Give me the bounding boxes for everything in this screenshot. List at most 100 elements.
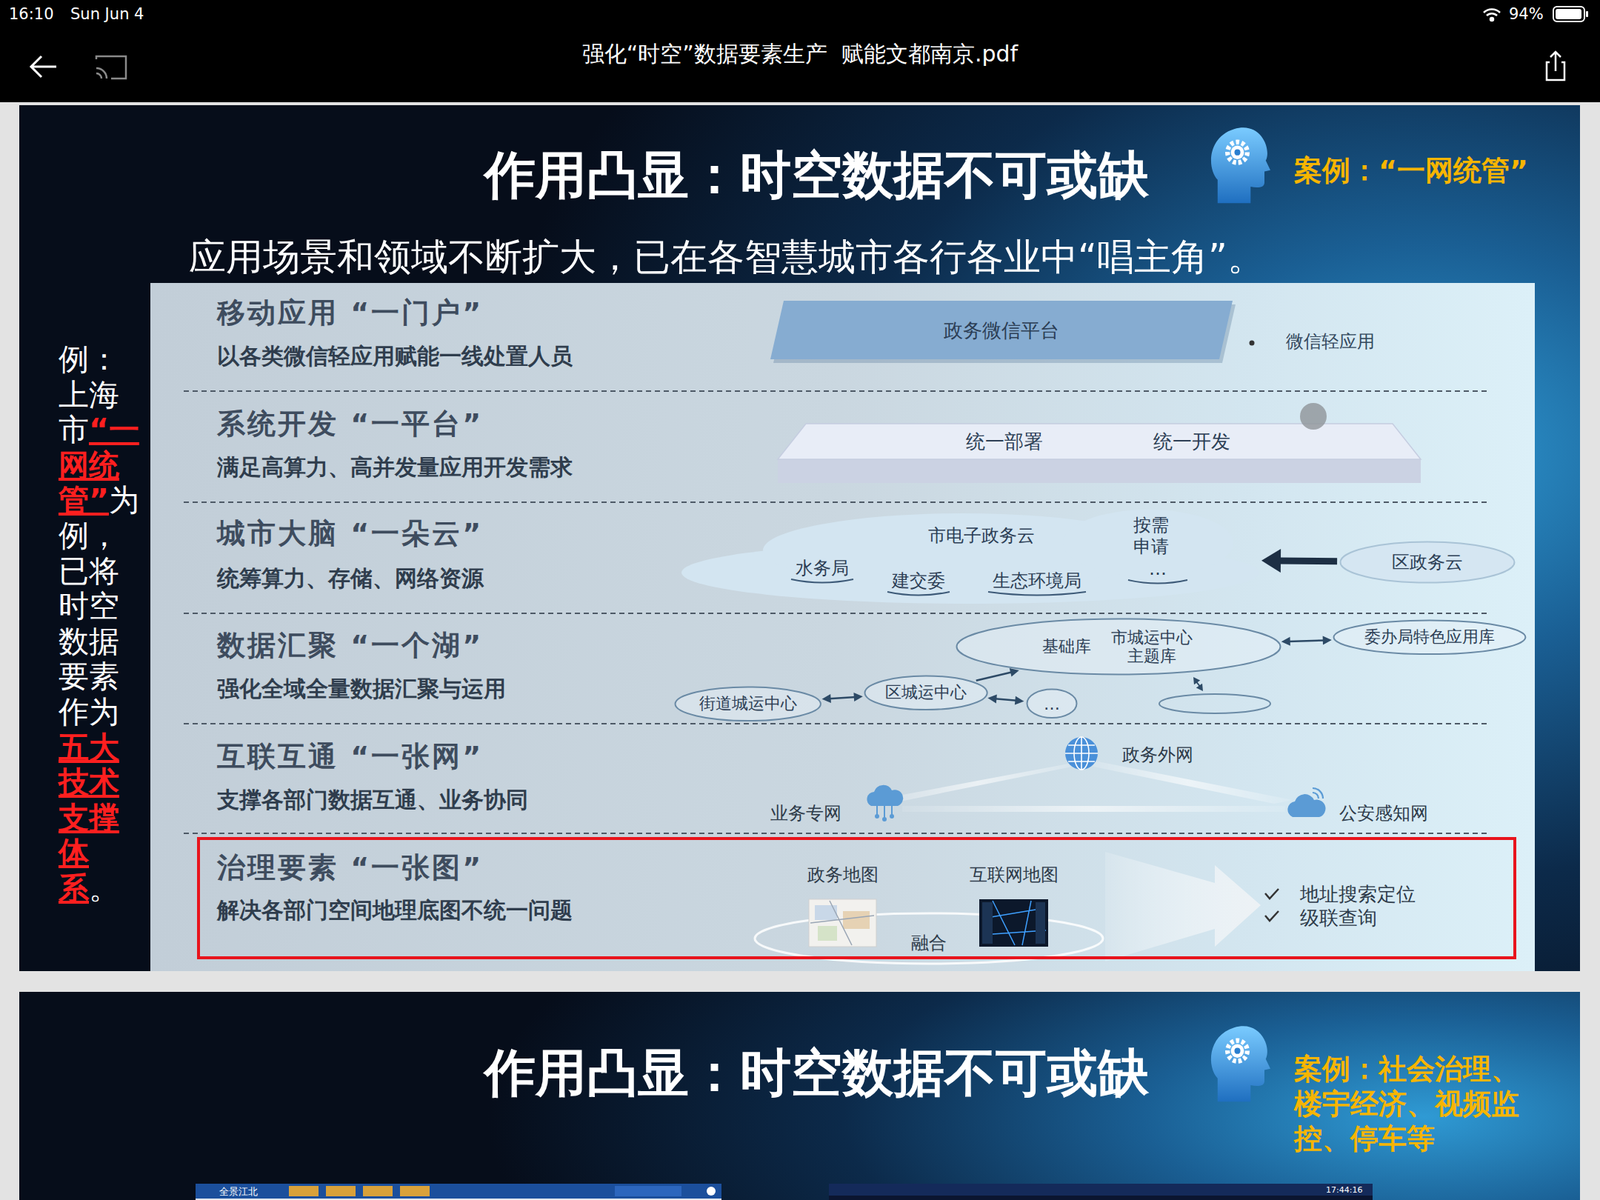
case-tag: 案例：“一网统管”: [1294, 151, 1529, 190]
ellipse-outline: [1334, 620, 1526, 655]
row-separators: [183, 391, 1489, 834]
underline-arc: [988, 591, 1086, 596]
document-name: 强化“时空”数据要素生产 赋能文都南京.pdf: [582, 39, 1018, 70]
band-body: 以各类微信轻应用赋能一线处置人员: [217, 341, 573, 372]
band-body: 支撑各部门数据互通、业务协同: [217, 785, 529, 816]
arrowhead: [1281, 637, 1291, 646]
node-label: 街道城运中心: [699, 692, 798, 715]
lake-plate: [1159, 694, 1271, 714]
node-label: …: [1148, 558, 1167, 580]
node-label: 委办局特色应用库: [1364, 625, 1495, 649]
screenshot-thumbnail: [195, 1183, 722, 1200]
row-band: 移动应用 “一门户” 以各类微信轻应用赋能一线处置人员 政务微信平台: [150, 282, 1535, 392]
sensing-network-icon: [1287, 788, 1326, 818]
platform-bar: 政务微信平台: [770, 300, 1233, 360]
slab-shape: [777, 423, 1421, 483]
band-body: 满足高算力、高并发量应用开发需求: [217, 452, 573, 483]
ellipse-shape: [955, 617, 1282, 676]
connector: [1261, 548, 1338, 573]
data-node: …: [1025, 688, 1078, 720]
globe-icon: [1065, 737, 1098, 770]
node-label: 统一部署: [965, 428, 1043, 455]
feature-item: 地址搜索定位: [1300, 881, 1416, 908]
connector-line: [1277, 557, 1338, 566]
label-group: 基础库市城运中心 主题库: [1042, 628, 1196, 666]
slide-subtitle: 应用场景和领域不断扩大，已在各智慧城市各行各业中“唱主角”。: [188, 232, 1265, 283]
slide-title: 作用凸显：时空数据不可或缺: [484, 141, 1149, 210]
node-label: 区城运中心: [885, 681, 967, 704]
network-label: 业务专网: [770, 801, 842, 826]
node-label: 生态环境局: [992, 568, 1082, 593]
fusion-arrow: [1105, 851, 1261, 962]
band-heading: 系统开发 “一平台”: [217, 405, 483, 443]
cursor-dot: [1300, 402, 1327, 430]
highlighted-row: 治理要素 “一张图” 解决各部门空间地理底图不统一问题: [197, 837, 1517, 960]
bar-face: [770, 300, 1233, 360]
arrowhead: [1009, 668, 1020, 678]
thumbnail-text: 17:44:16: [1325, 1185, 1363, 1195]
connector: [987, 694, 1024, 705]
node-label: 建交委: [891, 568, 946, 593]
label-group: 区政务云: [1391, 550, 1463, 575]
battery-percent: 94%: [1508, 5, 1544, 23]
node-label: 市电子政务云: [928, 523, 1035, 548]
map-label: 政务地图: [807, 862, 879, 887]
network-beam: [1082, 761, 1293, 804]
node-label: 统一开发: [1153, 428, 1231, 455]
band-heading: 治理要素 “一张图”: [217, 848, 483, 887]
ellipse-outline: [1027, 689, 1078, 719]
connector-line: [976, 671, 1013, 681]
government-map-thumbnail: [808, 899, 877, 947]
ellipse-outline: [864, 675, 987, 710]
row-band: 城市大脑 “一朵云”统筹算力、存储、网络资源市电子政务云水务局建交委生态环境局按…: [150, 502, 1535, 614]
thumbnail-text: 全景江北: [219, 1185, 258, 1199]
head-icon: [1211, 1025, 1271, 1102]
platform-slab: 统一部署 统一开发: [777, 423, 1421, 483]
connector: [822, 692, 863, 703]
connector-line: [994, 698, 1018, 701]
arrowhead: [1261, 548, 1281, 573]
status-time: 16:10: [8, 5, 55, 23]
fusion-label: 融合: [911, 931, 947, 955]
connector: [976, 668, 1020, 681]
connector-line: [1288, 640, 1325, 642]
network-beam: [902, 805, 1286, 812]
underline-arc: [887, 591, 950, 596]
feature-item: 级联查询: [1300, 905, 1378, 932]
network-label: 公安感知网: [1339, 801, 1429, 826]
band-heading: 移动应用 “一门户”: [217, 294, 483, 332]
data-node: 区城运中心: [863, 674, 989, 712]
underline-arc: [791, 579, 854, 583]
slide-title: 作用凸显：时空数据不可或缺: [484, 1039, 1149, 1108]
node-label: 水务局: [795, 556, 849, 580]
arrowhead: [853, 692, 863, 702]
cloud-part: [1062, 509, 1234, 577]
slab-front: [777, 459, 1421, 483]
label-group: …: [1043, 694, 1060, 714]
bullet-dot: [1249, 340, 1255, 346]
arrowhead: [1014, 696, 1024, 706]
row-band: 数据汇聚 “一个湖” 强化全域全量数据汇聚与运用 基础库市城运中心 主题库区城运中心…: [150, 613, 1535, 724]
band-body: 统筹算力、存储、网络资源: [217, 563, 484, 595]
internet-map-thumbnail: [979, 899, 1049, 947]
case-tag: 案例：社会治理、楼宇经济、视频监控、停车等: [1294, 1051, 1539, 1157]
cloud-network-icon: [866, 785, 903, 822]
ellipse-outline: [675, 686, 821, 721]
data-node: 街道城运中心: [674, 685, 822, 723]
band-heading: 城市大脑 “一朵云”: [217, 514, 483, 553]
note-text: 。: [88, 870, 120, 906]
band-body: 解决各部门空间地理底图不统一问题: [217, 895, 573, 926]
band-body: 强化全域全量数据汇聚与运用: [217, 674, 506, 705]
connector: [1281, 635, 1332, 646]
band-heading: 数据汇聚 “一个湖”: [217, 626, 483, 665]
battery-icon: [1553, 6, 1589, 22]
node-label: 市城运中心 主题库: [1108, 628, 1196, 666]
cloud-shape: [681, 509, 1260, 606]
slab-top: [777, 423, 1421, 460]
band-heading: 互联互通 “一张网”: [217, 737, 483, 776]
label-group: 街道城运中心: [699, 692, 798, 715]
cast-icon: [96, 56, 126, 79]
share-icon: [1546, 51, 1565, 80]
